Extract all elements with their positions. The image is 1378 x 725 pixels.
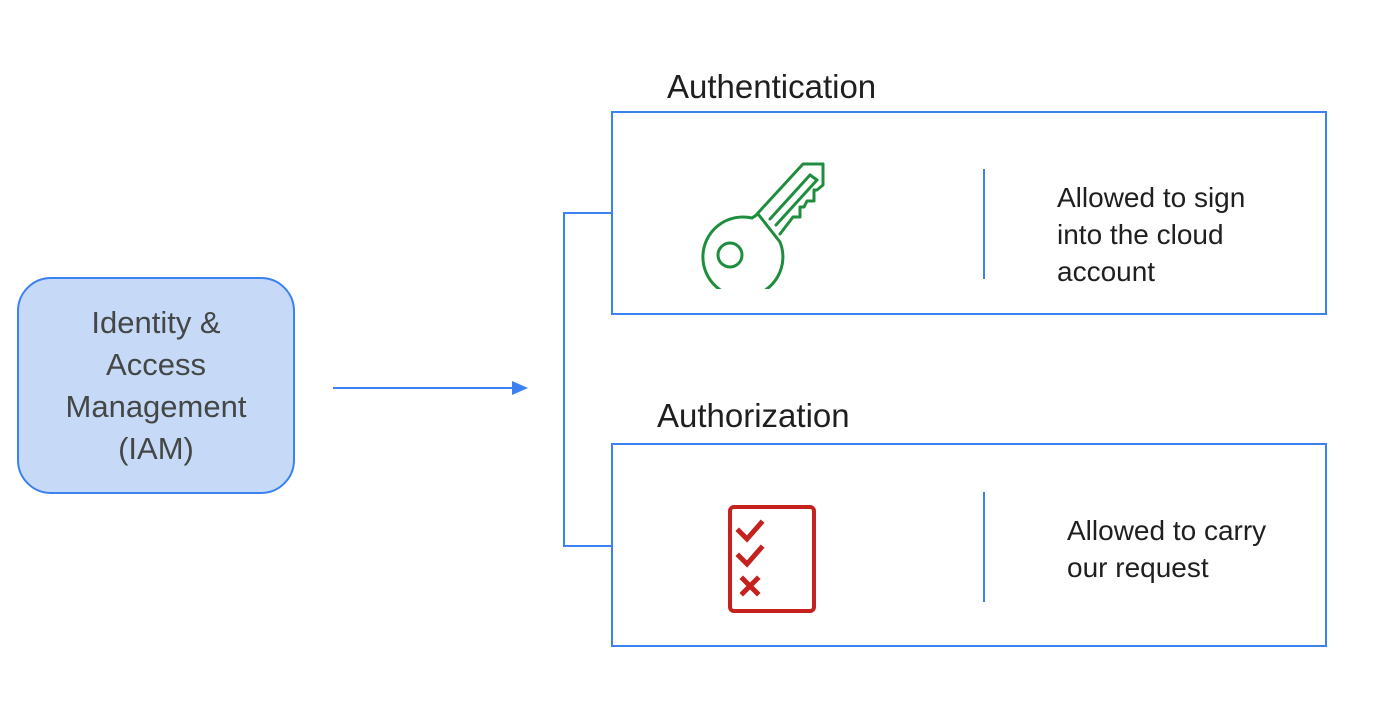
authorization-description-line-1: Allowed to carry [1067,515,1267,546]
authentication-title: Authentication [667,68,877,105]
iam-label-line-2: Access [106,346,206,382]
authentication-description-line-2: into the cloud [1057,219,1224,250]
authentication-description: Allowed to sign into the cloud account [1057,179,1245,290]
iam-label-line-1: Identity & [91,304,221,340]
authorization-divider [983,492,985,602]
authentication-description-line-3: account [1057,256,1156,287]
authorization-description-line-2: our request [1067,552,1209,583]
checklist-icon [728,505,816,613]
authorization-title: Authorization [657,397,850,434]
authentication-description-line-1: Allowed to sign [1057,182,1246,213]
key-icon [701,162,825,289]
iam-label-line-3: Management [65,388,247,424]
authorization-panel: Allowed to carry our request [611,443,1327,647]
authorization-description: Allowed to carry our request [1067,512,1266,586]
authentication-divider [983,169,985,279]
iam-arrow-head [512,381,528,395]
iam-node: Identity & Access Management (IAM) [17,277,295,494]
branch-bracket [563,212,611,547]
iam-label-line-4: (IAM) [118,430,194,466]
authentication-panel: Allowed to sign into the cloud account [611,111,1327,315]
